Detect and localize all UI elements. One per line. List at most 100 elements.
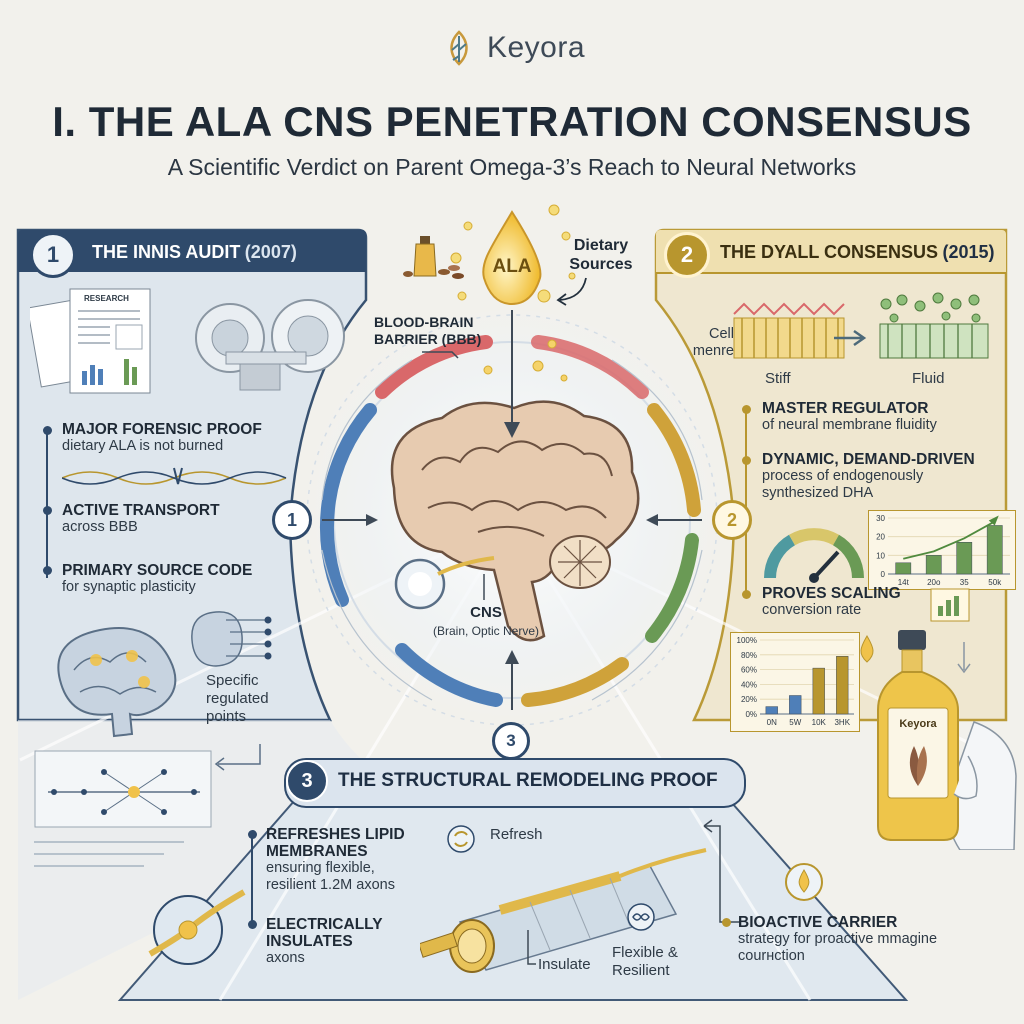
dna-wave-decoration — [62, 467, 287, 485]
chart-bar — [956, 542, 973, 575]
mri-scanner-illustration — [195, 299, 345, 391]
stiff-label: Stiff — [765, 370, 791, 387]
network-card-illustration — [34, 750, 212, 828]
insulate-pointer — [527, 930, 536, 965]
research-doc-label: RESEARCH — [84, 294, 129, 303]
panel3-carrier: BIOACTIVE CARRIER strategy for proactive… — [738, 914, 938, 964]
axon-myelin-illustration — [420, 848, 707, 973]
chart-bar — [812, 667, 825, 715]
chart-y-tick: 20 — [876, 533, 885, 542]
flexible-resilient-label: Flexible & Resilient — [612, 944, 678, 979]
brain-side-illustration — [57, 627, 177, 738]
page-title: I. THE ALA CNS PENETRATION CONSENSUS — [52, 98, 972, 145]
panel2-number: 2 — [664, 232, 710, 278]
panel2-bullet-dot — [742, 405, 751, 414]
mini-bar-chart-icon — [930, 588, 970, 622]
cns-label: CNS — [470, 604, 502, 621]
bottle-label: Keyora — [899, 718, 937, 730]
panel1-bullet-dot — [43, 426, 52, 435]
regulated-points-label: Specific regulated points — [206, 672, 269, 725]
chart-x-tick: 14t — [898, 578, 910, 587]
panel1-bullet-dot — [43, 566, 52, 575]
arrow-down-icon — [957, 642, 971, 674]
cell-membrane-label: Cell menre — [692, 326, 734, 359]
chart-bar — [925, 555, 942, 575]
panel3-bullet-dot — [248, 920, 257, 929]
panel3-bullet-dot — [248, 830, 257, 839]
chart-y-tick: 80% — [741, 651, 757, 660]
chart-x-tick: 35 — [960, 578, 969, 587]
brain-regulated-points-illustration — [191, 611, 272, 667]
chart-y-tick: 60% — [741, 666, 757, 675]
chart-y-tick: 0% — [745, 710, 757, 719]
ala-bubbles-decoration — [450, 204, 576, 303]
chart-x-tick: 5W — [789, 718, 801, 727]
panel2-bullet-dot — [742, 590, 751, 599]
return-arrow-icon — [214, 744, 261, 771]
panel3-number: 3 — [286, 760, 328, 802]
panel3-bullet-2: ELECTRICALLY INSULATES axons — [266, 916, 383, 966]
arrow-right-icon — [834, 329, 867, 347]
bbb-label: BLOOD-BRAIN BARRIER (BBB) — [374, 314, 482, 347]
panel2-bullet-line — [745, 410, 747, 596]
brand-name: Keyora — [486, 31, 586, 64]
panel2-bullet-3: PROVES SCALING conversion rate — [762, 585, 901, 618]
conversion-gauge-illustration — [764, 528, 864, 583]
synapse-illustration — [148, 889, 246, 965]
chart-x-tick: 50k — [988, 578, 1002, 587]
panel3-bullet-1: REFRESHES LIPID MEMBRANES ensuring flexi… — [266, 826, 405, 893]
panel2-header-bar — [656, 230, 1006, 274]
keyora-logo-icon — [450, 30, 468, 66]
dietary-sources-label: Dietary Sources — [569, 237, 633, 273]
chart-bar — [836, 656, 849, 715]
panel1-bullet-line — [46, 428, 48, 578]
fluid-membrane-illustration — [879, 292, 989, 359]
chart-x-tick: 10K — [812, 718, 827, 727]
panel2-bullet-dot — [742, 456, 751, 465]
chart-bar — [765, 706, 778, 715]
chart-y-tick: 100% — [737, 636, 757, 645]
curved-arrow-icon — [556, 277, 587, 306]
scaling-bar-chart-2: 100% 80% 60% 40% 20% 0% 0N 5W 10K 3HK — [730, 632, 860, 732]
panel1-bullet-2: ACTIVE TRANSPORT across BBB — [62, 502, 220, 535]
panel1-bullet-dot — [43, 506, 52, 515]
keyora-oil-bottle-illustration — [877, 630, 1017, 850]
dietary-oil-seeds-icon — [403, 236, 464, 279]
page-subtitle: A Scientific Verdict on Parent Omega-3’s… — [167, 154, 857, 180]
panel2-bullet-1: MASTER REGULATOR of neural membrane flui… — [762, 400, 937, 433]
panel1-bullet-1: MAJOR FORENSIC PROOF dietary ALA is not … — [62, 421, 262, 454]
panel3-carrier-dot — [722, 918, 731, 927]
chart-y-tick: 40% — [741, 680, 757, 689]
chart-y-tick: 20% — [741, 695, 757, 704]
panel1-title: THE INNIS AUDIT (2007) — [92, 242, 297, 262]
panel3-title: THE STRUCTURAL REMODELING PROOF — [338, 770, 718, 791]
ala-label: ALA — [492, 256, 532, 277]
flexible-infinity-icon — [627, 903, 655, 931]
chart-trend-line — [903, 520, 996, 560]
carrier-connector — [703, 819, 740, 923]
center-node-3: 3 — [492, 722, 530, 760]
brand-header: Keyora — [0, 28, 1024, 68]
refresh-label: Refresh — [490, 826, 543, 843]
panel3-header-bar — [284, 758, 746, 808]
chart-bar — [986, 525, 1003, 575]
ala-drop-icon — [482, 210, 542, 306]
chart-x-tick: 0N — [767, 718, 777, 727]
panel1-header-bar — [18, 230, 366, 272]
cns-sub-label: (Brain, Optic Nerve) — [432, 624, 540, 638]
center-node-2: 2 — [712, 500, 752, 540]
chart-trend-arrowhead — [988, 515, 999, 526]
chart-x-tick: 20o — [927, 578, 941, 587]
text-lines-decoration — [34, 841, 184, 867]
chart-y-tick: 30 — [876, 514, 885, 523]
chart-y-tick: 10 — [876, 551, 885, 560]
panel2-bullet-2: DYNAMIC, DEMAND-DRIVEN process of endoge… — [762, 451, 975, 501]
chart-x-tick: 3HK — [834, 718, 850, 727]
panel2-title: THE DYALL CONSENSUS (2015) — [720, 242, 995, 262]
oil-drop-icon — [860, 635, 874, 663]
center-node-1: 1 — [272, 500, 312, 540]
fluid-label: Fluid — [912, 370, 945, 387]
insulate-label: Insulate — [538, 956, 591, 973]
panel1-number: 1 — [30, 232, 76, 278]
